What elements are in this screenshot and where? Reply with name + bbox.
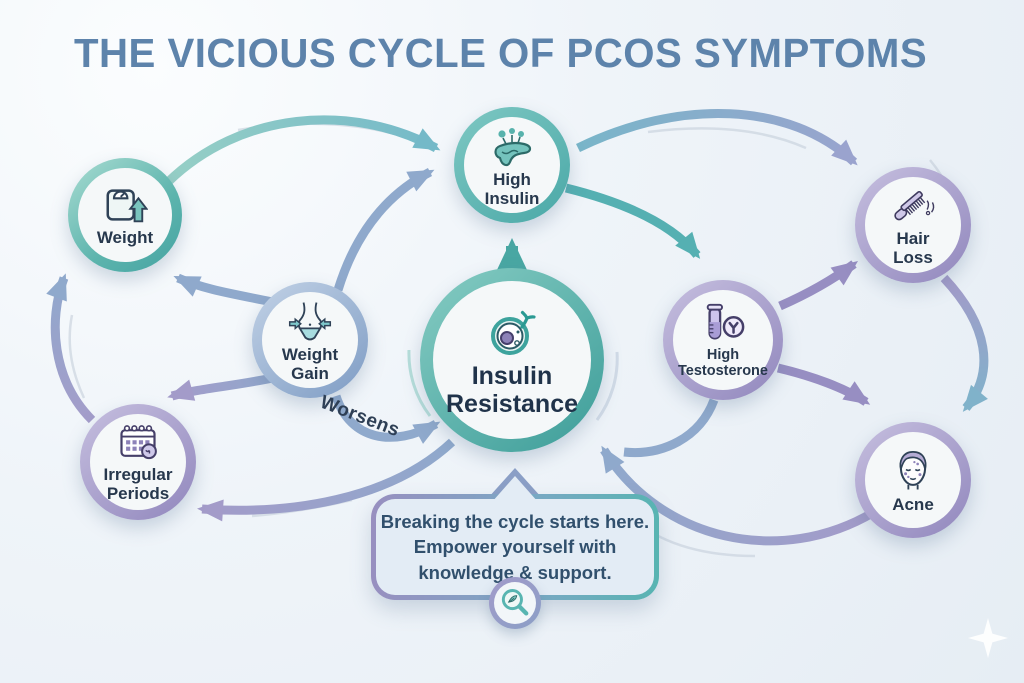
arrow-acne-to-center [600,445,877,546]
node-label: Weight [96,228,154,248]
arrow-high-insulin-to-high-testosterone [564,183,701,259]
node-insulin-resistance: Insulin Resistance [420,268,604,452]
page-title: THE VICIOUS CYCLE OF PCOS SYMPTOMS [74,30,928,76]
callout-line-3: knowledge & support. [418,561,612,583]
central-decor-arc-right [595,351,619,421]
arrow-weight-to-high-insulin [164,115,441,186]
node-weight-gain: Weight Gain [252,282,368,398]
magnifier-icon [501,589,529,616]
arrow-high-testosterone-to-hair-loss [778,260,859,311]
arrow-irregular-periods-to-weight [46,273,96,424]
arrow-worsens-weight-gain-to-center [331,394,441,444]
node-irregular-periods: Irregular Periods [80,404,196,520]
node-label: Weight Gain [281,344,339,383]
arrow-high-insulin-to-hair-loss [576,109,858,166]
arrow-center-to-irregular-periods [197,438,456,522]
arrow-high-testosterone-to-center [623,398,719,458]
node-weight: Weight [68,158,182,272]
node-label: High Testosterone [678,346,768,379]
callout-line-1: Breaking the cycle starts here. [380,510,650,532]
cell-receptor-icon [491,310,536,355]
node-label: High Insulin [484,169,540,208]
test-tube-male-symbol-icon [706,303,745,340]
pancreas-icon [494,127,532,166]
waist-inward-arrows-icon [288,302,332,341]
sparkle-icon [968,618,1008,658]
node-label: Hair Loss [893,228,933,267]
node-acne: Acne [855,422,971,538]
node-label: Insulin Resistance [445,362,579,418]
calendar-icon [120,424,157,459]
magnifier-badge [489,577,541,629]
callout-pointer-fill [492,476,538,502]
node-high-testosterone: High Testosterone [663,280,783,400]
central-decor-arc-left [407,349,432,417]
node-label: Irregular Periods [103,464,173,503]
weight-scale-up-icon [106,189,148,223]
callout-box: Breaking the cycle starts here. Empower … [371,468,659,658]
arrow-weight-gain-to-high-insulin [333,167,435,292]
comb-falling-hair-icon [894,190,935,221]
node-hair-loss: Hair Loss [855,167,971,283]
callout-line-2: Empower yourself with [413,536,617,558]
face-with-spots-icon [899,451,927,490]
arrow-high-testosterone-to-acne [776,363,871,406]
node-high-insulin: High Insulin [454,107,570,223]
node-label: Acne [892,495,934,515]
arrow-hair-loss-to-acne [940,274,989,412]
